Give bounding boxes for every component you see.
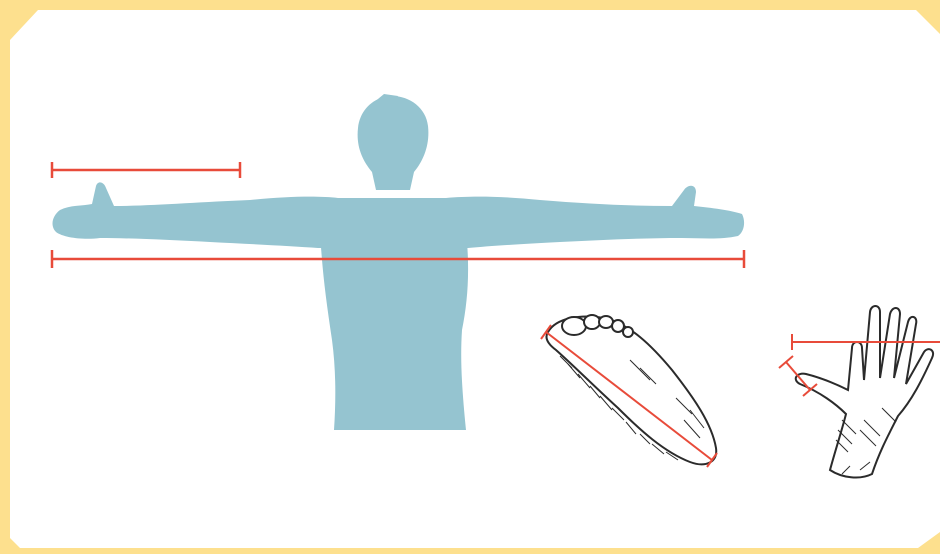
white-panel <box>10 10 940 548</box>
